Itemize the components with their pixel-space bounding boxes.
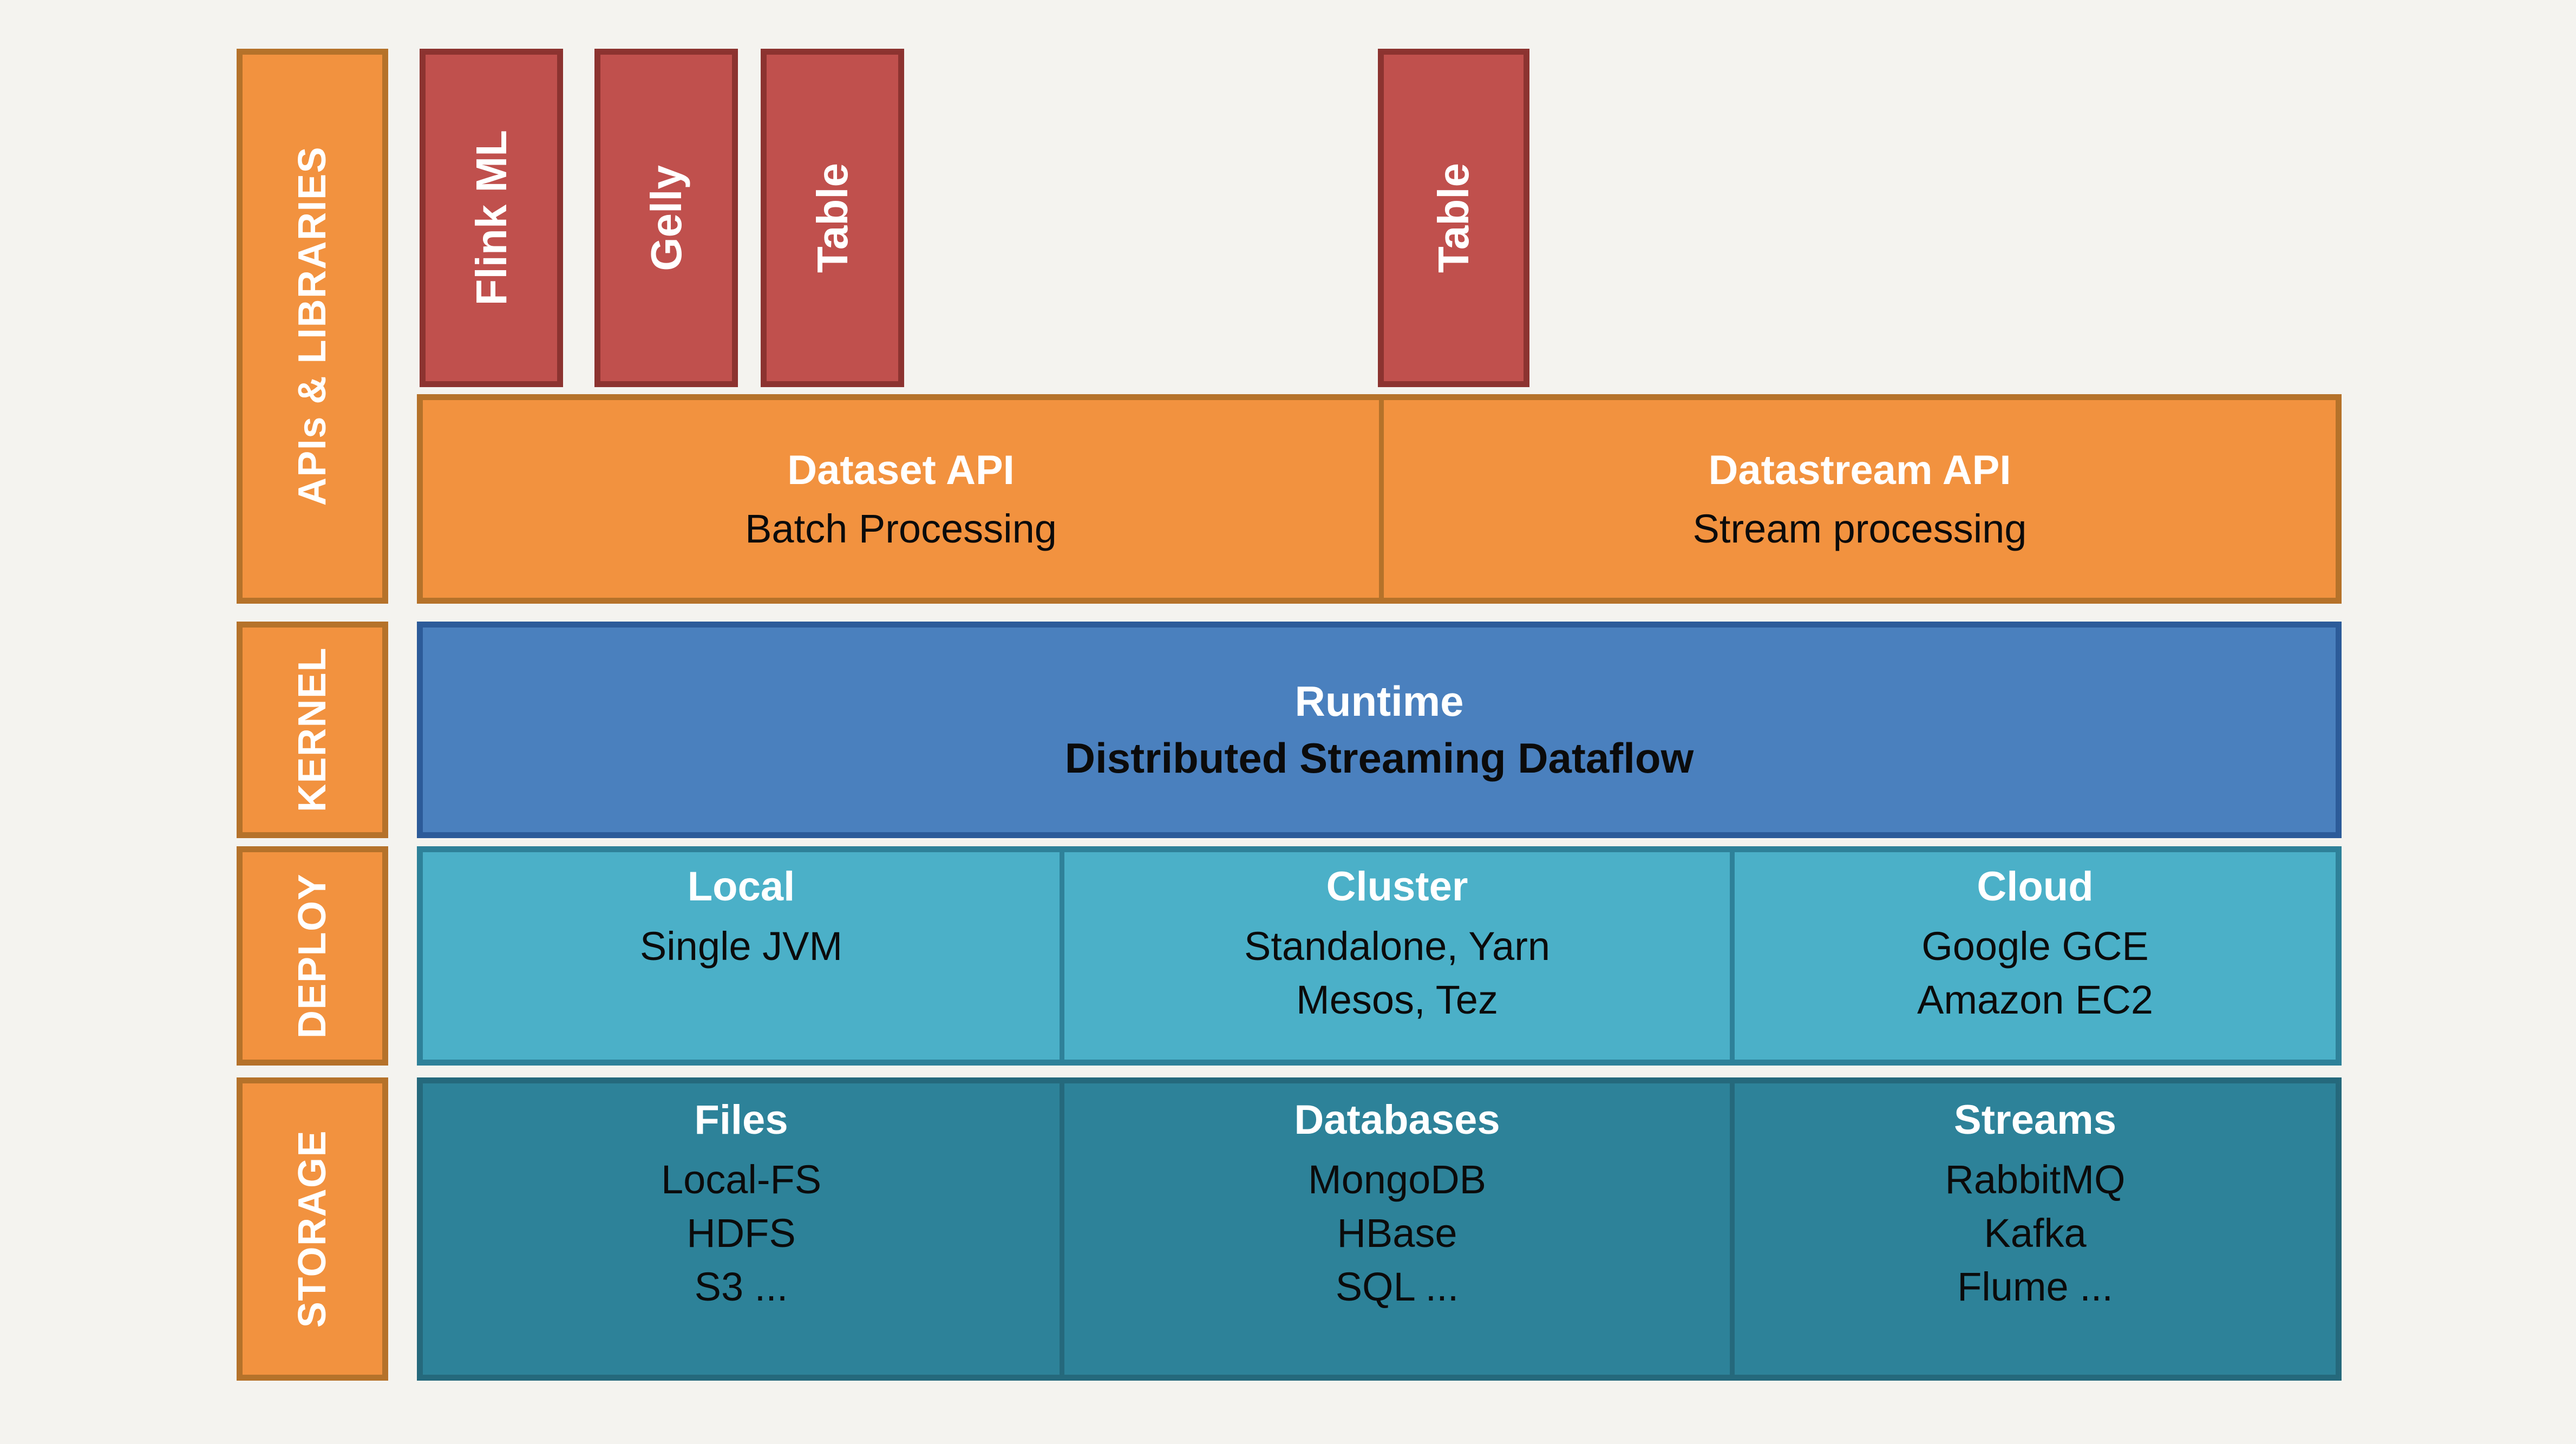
- deploy-cell-cluster-line-2: Mesos, Tez: [1296, 977, 1498, 1022]
- storage-cell-streams-line-2: Kafka: [1984, 1211, 2087, 1256]
- deploy-cell-local[interactable]: Local Single JVM: [423, 863, 1060, 1058]
- api-cell-datastream-subtitle: Stream processing: [1692, 506, 2027, 551]
- deploy-cell-cloud-line-2: Amazon EC2: [1917, 977, 2153, 1022]
- storage-cell-streams-line-1: RabbitMQ: [1945, 1157, 2126, 1202]
- storage-cell-streams[interactable]: Streams RabbitMQ Kafka Flume ...: [1735, 1096, 2336, 1367]
- storage-cell-files-title: Files: [694, 1097, 788, 1143]
- stage-label-apis-and-libraries: APIs & LIBRARIES: [237, 49, 388, 604]
- library-chip-flink-ml[interactable]: Flink ML: [420, 49, 563, 387]
- runtime-subtitle: Distributed Streaming Dataflow: [1064, 734, 1694, 782]
- stage-label-storage-text: STORAGE: [290, 1130, 334, 1328]
- storage-cell-databases-title: Databases: [1294, 1097, 1500, 1143]
- storage-cell-databases[interactable]: Databases MongoDB HBase SQL ...: [1064, 1096, 1730, 1367]
- library-chip-flink-ml-label: Flink ML: [467, 130, 515, 306]
- runtime-block[interactable]: Runtime Distributed Streaming Dataflow: [417, 622, 2342, 838]
- library-chip-table-batch-label: Table: [808, 162, 857, 273]
- deploy-cell-local-line-1: Single JVM: [639, 924, 843, 969]
- deploy-cell-cluster[interactable]: Cluster Standalone, Yarn Mesos, Tez: [1064, 863, 1730, 1058]
- deploy-cell-cluster-title: Cluster: [1326, 864, 1468, 910]
- storage-cell-streams-line-3: Flume ...: [1957, 1264, 2113, 1309]
- storage-layer-band: [417, 1077, 2342, 1381]
- stage-label-kernel: KERNEL: [237, 622, 388, 838]
- stage-label-kernel-text: KERNEL: [290, 647, 334, 813]
- deploy-cell-cloud-line-1: Google GCE: [1921, 924, 2149, 969]
- stage-label-storage: STORAGE: [237, 1077, 388, 1381]
- library-chip-table-stream[interactable]: Table: [1378, 49, 1529, 387]
- deploy-cell-local-title: Local: [687, 864, 795, 910]
- library-chip-gelly-label: Gelly: [642, 165, 690, 271]
- api-cell-dataset[interactable]: Dataset API Batch Processing: [423, 400, 1379, 598]
- storage-cell-files[interactable]: Files Local-FS HDFS S3 ...: [423, 1096, 1060, 1367]
- storage-cell-files-line-1: Local-FS: [661, 1157, 822, 1202]
- storage-divider-1: [1060, 1083, 1064, 1375]
- runtime-title: Runtime: [1294, 677, 1464, 725]
- api-cell-datastream[interactable]: Datastream API Stream processing: [1384, 400, 2336, 598]
- api-cell-datastream-title: Datastream API: [1708, 447, 2011, 493]
- deploy-layer-band: [417, 846, 2342, 1066]
- deploy-cell-cluster-line-1: Standalone, Yarn: [1244, 924, 1551, 969]
- deploy-divider-2: [1730, 852, 1735, 1060]
- storage-cell-files-line-2: HDFS: [687, 1211, 796, 1256]
- library-chip-table-batch[interactable]: Table: [761, 49, 904, 387]
- storage-cell-databases-line-2: HBase: [1337, 1211, 1457, 1256]
- storage-cell-databases-line-3: SQL ...: [1335, 1264, 1459, 1309]
- deploy-divider-1: [1060, 852, 1064, 1060]
- api-layer-divider: [1379, 400, 1384, 598]
- stage-label-deploy-text: DEPLOY: [290, 873, 334, 1039]
- storage-cell-files-line-3: S3 ...: [694, 1264, 788, 1309]
- library-chip-gelly[interactable]: Gelly: [594, 49, 738, 387]
- library-chip-table-stream-label: Table: [1429, 162, 1478, 273]
- stage-label-deploy: DEPLOY: [237, 846, 388, 1066]
- deploy-cell-cloud-title: Cloud: [1977, 864, 2094, 910]
- stage-label-apis-text: APIs & LIBRARIES: [290, 146, 334, 506]
- api-cell-dataset-title: Dataset API: [787, 447, 1015, 493]
- storage-cell-databases-line-1: MongoDB: [1307, 1157, 1487, 1202]
- storage-divider-2: [1730, 1083, 1735, 1375]
- api-cell-dataset-subtitle: Batch Processing: [745, 506, 1057, 551]
- deploy-cell-cloud[interactable]: Cloud Google GCE Amazon EC2: [1735, 863, 2336, 1058]
- storage-cell-streams-title: Streams: [1954, 1097, 2116, 1143]
